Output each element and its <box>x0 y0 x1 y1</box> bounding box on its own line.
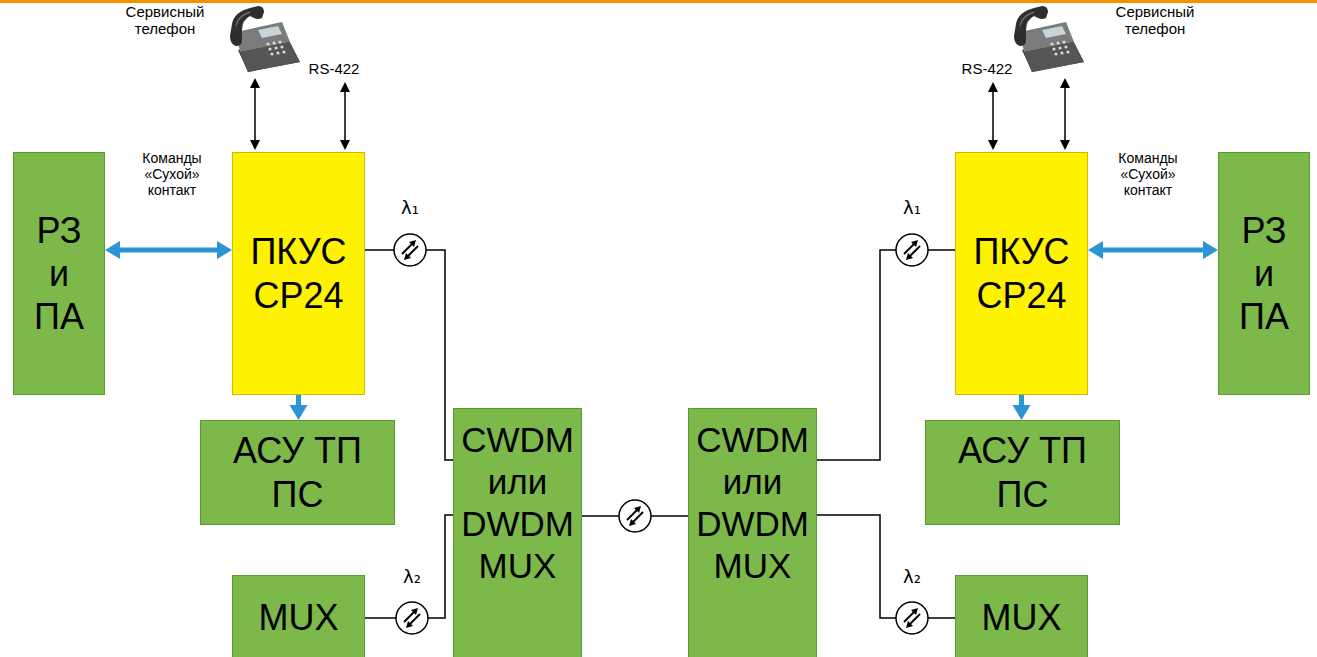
node-text: РЗ и ПА <box>30 209 88 339</box>
node-text: CWDM или DWDM MUX <box>693 419 812 587</box>
transceiver-symbol <box>896 602 928 634</box>
phone-link-arrow <box>1060 78 1070 150</box>
protection-box: РЗ и ПА <box>13 152 105 395</box>
scada-box: АСУ ТП ПС <box>925 420 1120 525</box>
arrow-head <box>1013 405 1031 420</box>
node-text: АСУ ТП ПС <box>946 429 1099 515</box>
arrow-head <box>105 241 120 259</box>
signal-arrow <box>1013 395 1031 420</box>
wdm-mux-box: CWDM или DWDM MUX <box>688 408 817 657</box>
connector-line <box>1101 248 1205 253</box>
node-text: CWDM или DWDM MUX <box>458 419 577 587</box>
signal-arrow <box>105 241 232 259</box>
interface-label: RS-422 <box>952 60 1022 77</box>
transceiver-symbol <box>619 500 651 532</box>
wavelength-label: λ₁ <box>390 197 430 219</box>
mux-box: MUX <box>955 575 1088 657</box>
arrow-head <box>290 405 308 420</box>
terminal-box: ПКУС СР24 <box>955 152 1088 395</box>
wavelength-label: λ₁ <box>892 197 932 219</box>
terminal-box: ПКУС СР24 <box>232 152 365 395</box>
connector-line <box>817 515 955 618</box>
node-text: MUX <box>966 596 1077 639</box>
arrow-head <box>1203 241 1218 259</box>
signal-label: Команды «Сухой» контакт <box>122 150 222 198</box>
phone-icon <box>1014 6 1084 72</box>
mux-box: MUX <box>232 575 365 657</box>
phone-label: Сервисный телефон <box>1107 3 1203 38</box>
top-rule <box>0 0 1317 3</box>
rs422-link-arrow <box>988 82 998 150</box>
wavelength-label: λ₂ <box>892 566 932 588</box>
arrow-head <box>1088 241 1103 259</box>
transceiver-symbol <box>396 602 428 634</box>
node-text: ПКУС СР24 <box>966 230 1077 316</box>
protection-box: РЗ и ПА <box>1218 152 1310 395</box>
wavelength-label: λ₂ <box>392 566 432 588</box>
phone-icon <box>230 6 300 72</box>
wdm-mux-box: CWDM или DWDM MUX <box>453 408 582 657</box>
phone-link-arrow <box>250 78 260 150</box>
transceiver-symbol <box>896 234 928 266</box>
interface-label: RS-422 <box>299 60 369 77</box>
node-text: РЗ и ПА <box>1235 209 1293 339</box>
node-text: АСУ ТП ПС <box>221 429 374 515</box>
fiber-link <box>817 515 955 618</box>
transceiver-symbol <box>394 234 426 266</box>
connector-line <box>118 248 219 253</box>
scada-box: АСУ ТП ПС <box>200 420 395 525</box>
node-text: MUX <box>243 596 354 639</box>
signal-arrow <box>290 395 308 420</box>
phone-label: Сервисный телефон <box>117 3 213 38</box>
signal-label: Команды «Сухой» контакт <box>1098 150 1198 198</box>
node-text: ПКУС СР24 <box>243 230 354 316</box>
signal-arrow <box>1088 241 1218 259</box>
rs422-link-arrow <box>340 82 350 150</box>
arrow-head <box>217 241 232 259</box>
